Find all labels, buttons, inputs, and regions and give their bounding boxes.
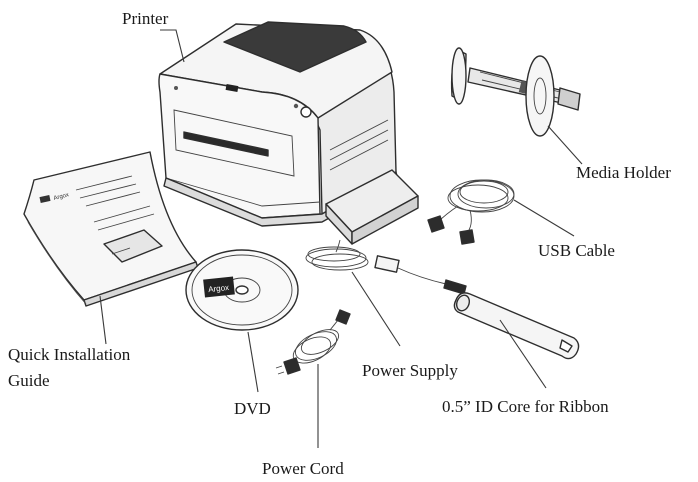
label-printer: Printer: [122, 9, 169, 28]
label-quick-installation-guide-line2: Guide: [8, 371, 50, 390]
label-power-cord: Power Cord: [262, 459, 344, 478]
label-ribbon-core: 0.5” ID Core for Ribbon: [442, 397, 609, 416]
power-supply-illustration: [305, 169, 467, 295]
label-quick-installation-guide-line1: Quick Installation: [8, 345, 131, 364]
guide-brand-logo: Argox: [53, 192, 70, 202]
labels: Printer Media Holder USB Cable Quick Ins…: [8, 9, 671, 478]
leader-lines: [99, 29, 583, 448]
usb-cable-illustration: [427, 179, 515, 245]
media-holder-illustration: [450, 47, 581, 137]
dvd-illustration: Argox: [185, 249, 299, 331]
label-media-holder: Media Holder: [576, 163, 671, 182]
quick-installation-guide-illustration: Argox: [23, 151, 199, 307]
label-dvd: DVD: [234, 399, 271, 418]
label-power-supply: Power Supply: [362, 361, 458, 380]
power-cord-illustration: [275, 309, 351, 375]
ribbon-core-illustration: [453, 292, 580, 360]
printer-illustration: [158, 21, 399, 227]
label-usb-cable: USB Cable: [538, 241, 615, 260]
dvd-brand-logo: Argox: [208, 283, 230, 294]
